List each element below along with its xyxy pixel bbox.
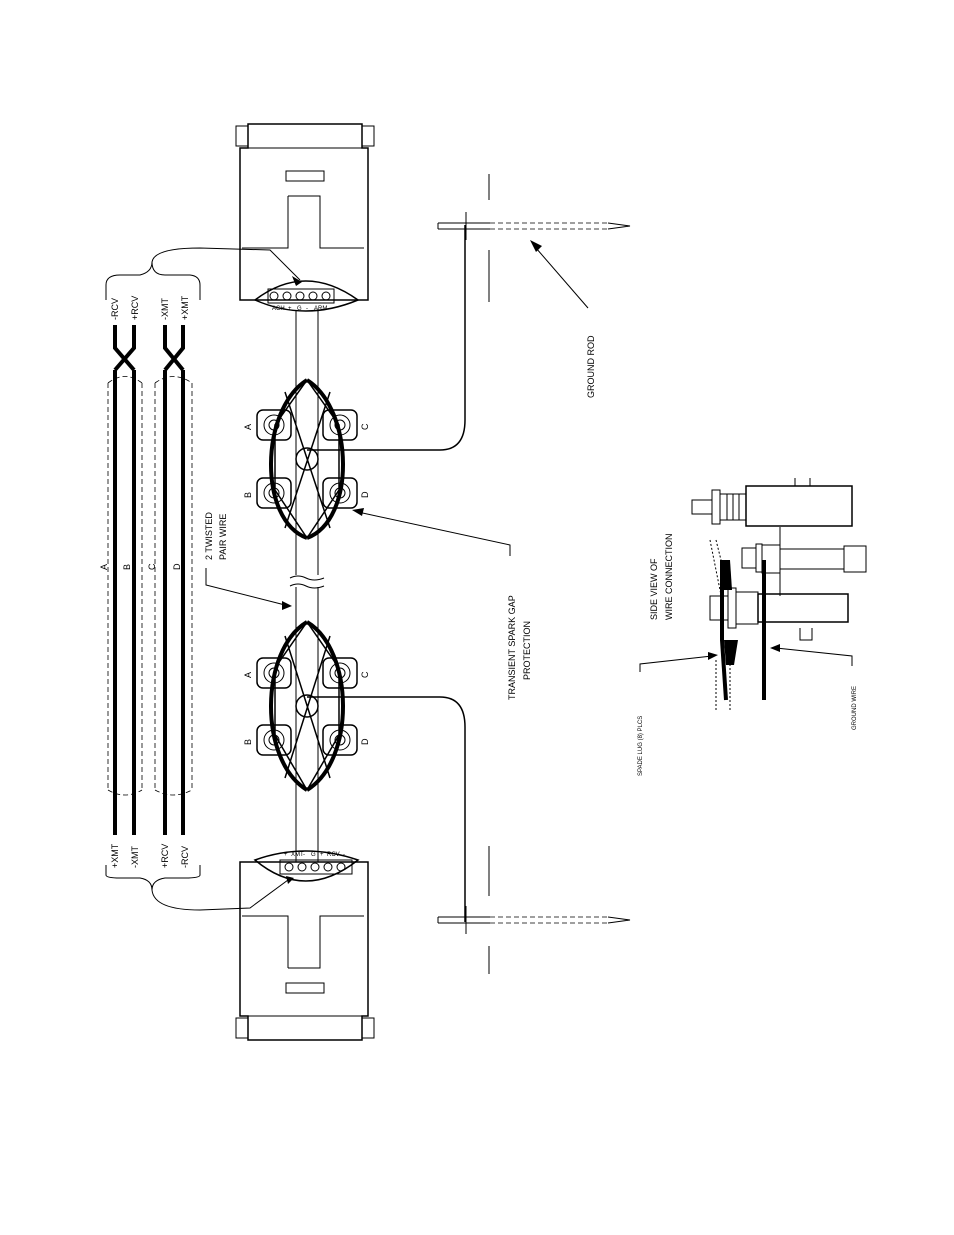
- bottom-terminal-labels: +XMT -XMT +RCV -RCV: [110, 843, 190, 868]
- ground-rod-upper: [437, 174, 631, 302]
- top-terminal-strip-labels: ACH + G - ARM: [272, 306, 327, 312]
- top-strip-label: +: [288, 306, 292, 312]
- twisted-pair-label-line1: 2 TWISTED: [204, 512, 214, 560]
- top-strip-label: ACH: [272, 306, 285, 312]
- spark-gap-callout: TRANSIENT SPARK GAP PROTECTION: [352, 508, 532, 700]
- post-label-c-upper: C: [360, 423, 370, 430]
- bottom-terminal-strip-labels: + XMT - G + RCV -: [284, 852, 345, 858]
- post-label-a-upper: A: [243, 424, 253, 430]
- top-strip-label: ARM: [314, 306, 327, 312]
- bottom-strip-label: G: [311, 852, 316, 858]
- side-view-title-line1: SIDE VIEW OF: [649, 558, 659, 620]
- twisted-pair-label-line2: PAIR WIRE: [218, 514, 228, 560]
- bottom-unit: + XMT - G + RCV -: [235, 850, 375, 1041]
- terminal-label: +XMT: [180, 295, 190, 320]
- terminal-label: -RCV: [110, 298, 120, 320]
- pair-letter: A: [99, 564, 109, 570]
- terminal-label: +RCV: [130, 296, 140, 320]
- ground-rod-lower: [437, 846, 631, 974]
- bottom-strip-label: +: [284, 852, 288, 858]
- bottom-strip-label: XMT: [291, 852, 304, 858]
- top-unit: ACH + G - ARM: [235, 123, 375, 312]
- spark-gap-protector-lower: A B C D: [243, 620, 370, 792]
- pair-letter: B: [122, 564, 132, 570]
- bottom-strip-label: RCV: [327, 852, 340, 858]
- post-label-a-lower: A: [243, 672, 253, 678]
- bottom-strip-label: -: [343, 852, 345, 858]
- top-strip-label: G: [297, 306, 302, 312]
- terminal-label: +RCV: [160, 844, 170, 868]
- bottom-strip-label: +: [320, 852, 324, 858]
- spade-lug-label: SPADE LUG (8) PLCS: [638, 716, 644, 776]
- terminal-label: +XMT: [110, 843, 120, 868]
- ground-system: GROUND ROD: [307, 174, 631, 974]
- spark-gap-label-line1: TRANSIENT SPARK GAP: [507, 595, 517, 700]
- wire-bundle: A B C D -RCV +RCV -XMT +XMT +XMT -XMT +R…: [99, 247, 302, 911]
- ground-rod-label: GROUND ROD: [586, 335, 596, 398]
- bottom-strip-label: -: [303, 852, 305, 858]
- top-terminal-labels: -RCV +RCV -XMT +XMT: [110, 295, 190, 320]
- top-strip-label: -: [306, 306, 308, 312]
- side-view-detail: SIDE VIEW OF WIRE CONNECTION SPADE LUG (…: [638, 478, 867, 776]
- post-label-b-lower: B: [243, 739, 253, 745]
- pair-letters: A B C D: [99, 563, 182, 570]
- spark-gap-protector-upper: A B C D: [243, 378, 370, 540]
- post-label-c-lower: C: [360, 671, 370, 678]
- terminal-label: -XMT: [160, 298, 170, 320]
- pair-letter: C: [147, 563, 157, 570]
- post-label-b-upper: B: [243, 492, 253, 498]
- post-label-d-lower: D: [360, 738, 370, 745]
- side-view-title-line2: WIRE CONNECTION: [664, 534, 674, 621]
- pair-letter: D: [172, 563, 182, 570]
- terminal-label: -XMT: [130, 846, 140, 868]
- post-label-d-upper: D: [360, 491, 370, 498]
- spark-gap-label-line2: PROTECTION: [522, 621, 532, 680]
- terminal-label: -RCV: [180, 846, 190, 868]
- ground-wire-label: GROUND WIRE: [852, 686, 858, 730]
